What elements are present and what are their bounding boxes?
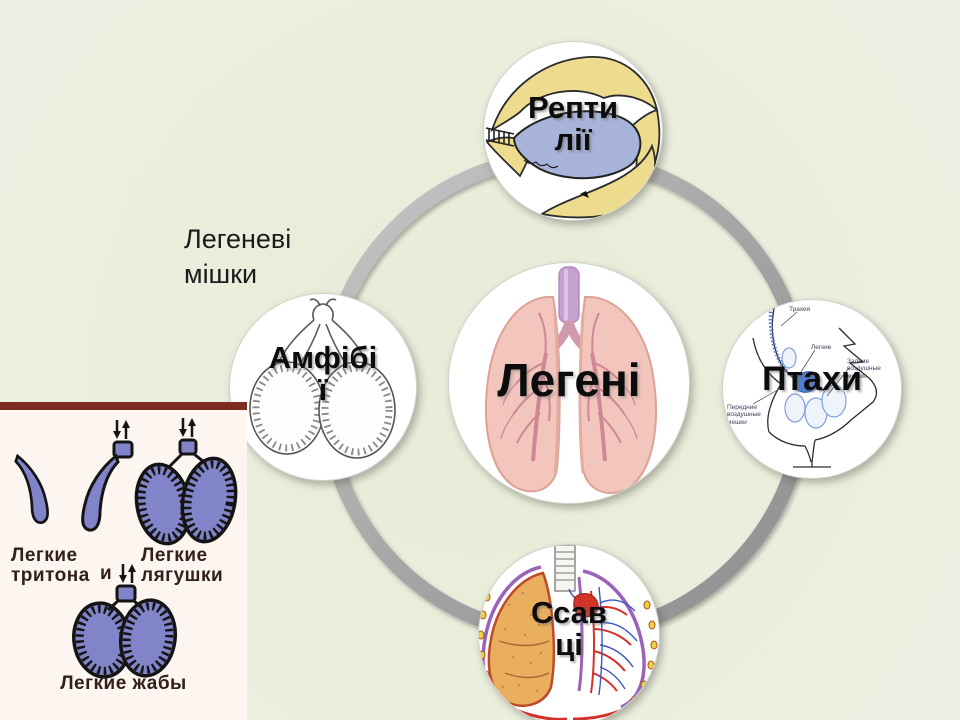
bird-label-trachea: Трахея: [789, 306, 811, 313]
side-label-pulmonary-sacs: Легеневі мішки: [184, 224, 292, 290]
caption-frog-lungs: Легкие лягушки: [141, 545, 224, 586]
node-birds: Трахея Легкие Задние воздушные мешки Пер…: [722, 299, 902, 479]
human-lungs-illustration: [485, 266, 657, 494]
diaphragm: [482, 684, 657, 720]
photo-top-strip: [0, 402, 247, 410]
airflow-arrows-icon: [111, 418, 132, 441]
node-reptiles: Репти лії: [483, 41, 663, 221]
rib-dots: [479, 592, 658, 706]
bird-lung: [793, 371, 821, 393]
airflow-arrows-icon: [117, 562, 138, 585]
lung-speckle: [501, 591, 543, 693]
bird-respiration-illustration: [752, 303, 878, 468]
bird-label-front-air-sacs: Передние воздушные мешки: [727, 404, 761, 426]
caption-newt-lungs: Легкие тритона: [11, 545, 90, 586]
small-arrow-mark: [580, 191, 589, 198]
node-amphibians: Амфібі ї: [229, 293, 417, 481]
bird-label-lungs: Легкие: [811, 344, 832, 351]
bird-air-sacs: [781, 347, 847, 429]
bronchial-tree: [500, 312, 638, 462]
bird-trachea: [768, 307, 789, 374]
mammal-lung-illustration: [479, 545, 658, 720]
bird-label-rear-air-sacs: Задние воздушные мешки: [847, 358, 881, 380]
reptile-trachea: [485, 127, 515, 147]
reptile-lung-illustration: [485, 56, 661, 219]
amphibian-lung-illustration: [249, 298, 396, 459]
amphibian-lungs-drawing: [0, 402, 247, 679]
caption-conjunction: и: [100, 563, 113, 584]
pulmonary-veins: [568, 586, 638, 696]
node-mammals: Ссав ці: [478, 544, 660, 720]
caption-toad-lungs: Легкие жабы: [60, 673, 187, 694]
heart-vessels: [573, 593, 599, 618]
node-center-lungs: Легені: [448, 262, 690, 504]
airflow-arrows-icon: [177, 416, 198, 439]
amphibian-lungs-photo: Легкие тритона и Легкие лягушки Легкие ж…: [0, 402, 247, 720]
